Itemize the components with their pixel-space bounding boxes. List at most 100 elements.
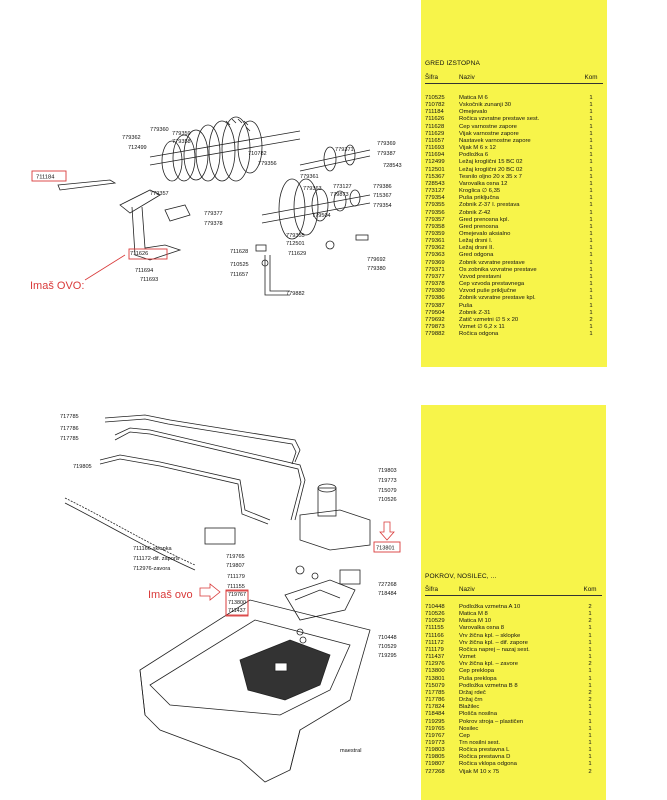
part-qty: 1: [589, 173, 593, 180]
part-name: Vrv žična kpl. – zavore: [459, 661, 519, 668]
svg-text:715367: 715367: [373, 193, 392, 199]
part-name: Čep preklopa: [459, 668, 495, 675]
part-qty: 1: [589, 245, 593, 252]
svg-text:710526: 710526: [378, 497, 397, 503]
part-code: 711172: [425, 639, 444, 646]
part-name: Zatič vzmetni ∅ 5 x 20: [459, 316, 519, 323]
part-qty: 1: [589, 195, 593, 202]
col-code-header: Šifra: [425, 74, 438, 81]
svg-text:719295: 719295: [378, 653, 397, 659]
svg-text:779358: 779358: [172, 139, 191, 145]
part-code: 710448: [425, 604, 445, 610]
part-name: Vijak varnostne zapore: [459, 130, 519, 137]
svg-text:711694: 711694: [135, 268, 153, 274]
part-name: Vzmet ∅ 6,2 x 11: [459, 324, 505, 330]
note-top: Imaš OVO:: [30, 280, 85, 292]
part-qty: 1: [589, 166, 593, 173]
part-qty: 1: [589, 116, 593, 123]
svg-text:717786: 717786: [60, 426, 79, 432]
part-qty: 1: [588, 739, 592, 746]
part-qty: 2: [588, 604, 592, 610]
part-qty: 1: [588, 711, 592, 718]
part-name: Pokrov stroja – plastičen: [459, 718, 524, 725]
part-name: Ročica vklopa odgona: [459, 761, 517, 768]
part-name: Gred prenosna kpl.: [459, 216, 510, 223]
part-code: 779355: [425, 202, 445, 209]
svg-text:711184: 711184: [36, 175, 55, 181]
part-code: 710782: [425, 102, 445, 109]
part-name: Ročica naprej – nazaj sest.: [459, 646, 530, 653]
part-name: Puša priključna: [459, 195, 499, 202]
svg-text:719803: 719803: [378, 468, 397, 474]
svg-text:713801: 713801: [376, 546, 395, 552]
part-name: Držaj črn: [459, 697, 483, 704]
part-qty: 1: [589, 223, 593, 230]
part-name: Podložka vzmetna B 8: [459, 682, 518, 689]
part-code: 719803: [425, 747, 445, 754]
part-name: Varovalka osna 8: [459, 625, 505, 632]
part-code: 727268: [425, 768, 445, 775]
svg-text:779387: 779387: [377, 151, 396, 157]
parts-list-panel-pokrov: POKROV, NOSILEC, ... Šifra Naziv Kom 710…: [421, 405, 606, 800]
part-qty: 1: [588, 611, 592, 618]
svg-text:779354: 779354: [373, 203, 392, 209]
part-code: 711626: [425, 116, 445, 123]
svg-text:779386: 779386: [373, 184, 392, 190]
part-qty: 1: [588, 725, 592, 732]
panel-title: GRED IZSTOPNA: [425, 60, 481, 67]
part-code: 711657: [425, 137, 445, 144]
part-qty: 1: [589, 216, 593, 223]
part-code: 779358: [425, 223, 445, 230]
svg-text:727268: 727268: [378, 582, 397, 588]
part-code: 712501: [425, 166, 445, 173]
svg-text:712976-zavora: 712976-zavora: [133, 566, 171, 572]
part-qty: 1: [588, 668, 592, 675]
svg-text:719807: 719807: [226, 563, 245, 569]
svg-text:779692: 779692: [367, 257, 386, 263]
part-code: 779354: [425, 195, 445, 202]
panel-title: POKROV, NOSILEC, ...: [425, 573, 497, 580]
part-qty: 1: [588, 625, 592, 632]
part-name: Omejevalo: [459, 109, 488, 116]
part-code: 779873: [425, 324, 445, 330]
part-qty: 1: [589, 188, 593, 195]
transmission-shaft-diagram: 779362 712499 779360 779359 779358 71078…: [31, 116, 402, 297]
svg-text:728543: 728543: [383, 163, 402, 169]
part-code: 711629: [425, 130, 445, 137]
svg-text:779378: 779378: [204, 221, 223, 227]
part-qty: 1: [588, 646, 592, 653]
part-code: 717785: [425, 689, 445, 696]
part-name: Gred odgona: [459, 252, 494, 259]
part-name: Blažilec: [459, 704, 480, 711]
svg-text:711693: 711693: [140, 277, 158, 283]
part-name: Tesnilo oljno 20 x 35 x 7: [459, 173, 522, 180]
part-name: Vskočnik zunanji 30: [459, 102, 512, 109]
part-name: Plošča nosilna: [459, 711, 497, 718]
part-name: Ležaj drsni II.: [459, 245, 495, 252]
part-code: 711166: [425, 632, 444, 639]
part-code: 779380: [425, 288, 445, 295]
part-name: Ročica prestavna L: [459, 747, 510, 754]
part-code: 719807: [425, 761, 445, 768]
svg-text:710782: 710782: [248, 151, 267, 157]
part-name: Podložka vzmetna A 10: [459, 604, 521, 610]
part-qty: 2: [588, 618, 592, 625]
